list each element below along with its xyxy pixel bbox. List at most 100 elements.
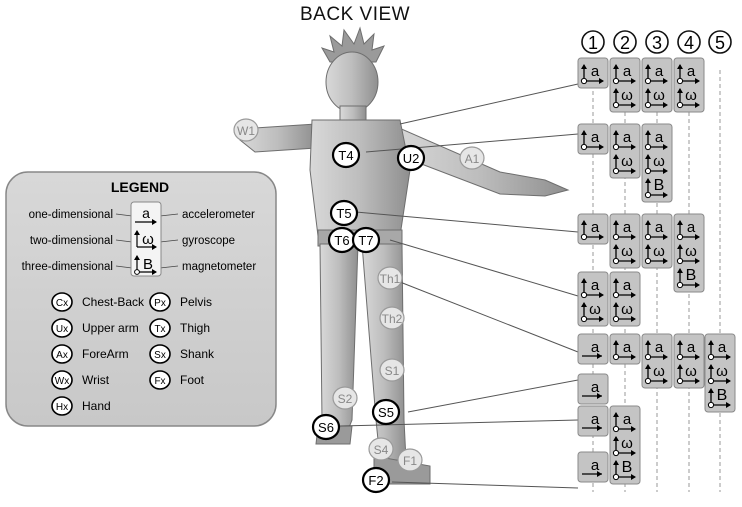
- gyro-icon: ω: [644, 363, 668, 385]
- segment-name: Pelvis: [180, 295, 212, 309]
- acc-icon: a: [582, 339, 602, 359]
- gyro-glyph: ω: [621, 87, 633, 104]
- sensor-marker-th2[interactable]: Th2: [379, 306, 405, 330]
- acc-icon: a: [580, 129, 604, 151]
- sensor-marker-s4[interactable]: S4: [368, 437, 394, 461]
- column-header-3: 3: [645, 30, 669, 54]
- acc-glyph: a: [591, 379, 600, 396]
- sensor-box-r5-c4: aω: [673, 333, 705, 389]
- sensor-box-r7-c2: aωB: [609, 405, 641, 485]
- legend-background: [5, 171, 277, 427]
- acc-icon: a: [676, 219, 700, 241]
- acc-glyph: a: [687, 63, 696, 80]
- gyro-icon: ω: [676, 363, 700, 385]
- gyro-icon: ω: [644, 87, 668, 109]
- mag-icon: B: [707, 387, 731, 409]
- acc-icon: a: [644, 63, 668, 85]
- acc-glyph: a: [591, 411, 600, 428]
- sensor-marker-s6[interactable]: S6: [311, 413, 341, 441]
- segment-code: Sx: [154, 350, 166, 361]
- sensor-marker-s2[interactable]: S2: [332, 386, 358, 410]
- column-number: 3: [652, 33, 662, 53]
- sensor-box-r1-c3: aω: [641, 57, 673, 113]
- segment-name: ForeArm: [82, 347, 129, 361]
- sensor-label: S6: [318, 420, 334, 435]
- legend-dim-left: three-dimensional: [22, 261, 113, 273]
- sensor-label: F2: [368, 473, 383, 488]
- acc-glyph: a: [591, 219, 600, 236]
- column-number: 5: [715, 33, 725, 53]
- connector-line-3: [355, 211, 579, 233]
- sensor-marker-s1[interactable]: S1: [379, 358, 405, 382]
- gyro-glyph: ω: [653, 363, 665, 380]
- sensor-label: Th2: [382, 312, 403, 326]
- acc-icon: a: [582, 411, 602, 431]
- sensor-box-r3-c1: a: [577, 213, 609, 245]
- sensor-box-r7-c1-1d: a: [577, 405, 609, 437]
- sensor-box-r3-c4: aωB: [673, 213, 705, 293]
- gyro-glyph: ω: [685, 243, 697, 260]
- acc-glyph: a: [623, 129, 632, 146]
- segment-code: Cx: [56, 298, 68, 309]
- sensor-marker-w1[interactable]: W1: [233, 118, 259, 142]
- sensor-box-r5-c3: aω: [641, 333, 673, 389]
- gyro-icon: ω: [612, 301, 636, 323]
- sensor-marker-u2[interactable]: U2: [396, 144, 426, 172]
- acc-glyph: a: [655, 63, 664, 80]
- acc-glyph: a: [591, 129, 600, 146]
- sensor-box-r4-c1: aω: [577, 271, 609, 327]
- sensor-box-r1-c4: aω: [673, 57, 705, 113]
- sensor-marker-t5[interactable]: T5: [329, 199, 359, 227]
- sensor-label: T7: [358, 233, 373, 248]
- sensor-marker-t6[interactable]: T6: [327, 226, 357, 254]
- gyro-glyph: ω: [685, 363, 697, 380]
- acc-glyph: a: [591, 457, 600, 474]
- sensor-marker-th1[interactable]: Th1: [377, 266, 403, 290]
- legend-dim-right: gyroscope: [182, 235, 235, 247]
- legend-title: LEGEND: [111, 179, 169, 195]
- column-number: 1: [588, 33, 598, 53]
- acc-glyph: a: [142, 205, 150, 221]
- mag-glyph: B: [717, 387, 728, 404]
- acc-icon: a: [580, 63, 604, 85]
- connector-line-6: [407, 379, 579, 413]
- sensor-box-r2-c2: aω: [609, 123, 641, 179]
- acc-icon: a: [582, 379, 602, 399]
- acc-icon: a: [612, 277, 636, 299]
- segment-name: Upper arm: [82, 321, 139, 335]
- gyro-icon: ω: [644, 243, 668, 265]
- legend-dim-right: magnetometer: [182, 261, 256, 273]
- legend-sensor-box: aωB: [130, 201, 162, 277]
- gyro-icon: ω: [676, 243, 700, 265]
- sensor-marker-f2[interactable]: F2: [361, 466, 391, 494]
- page-title: BACK VIEW: [300, 4, 411, 25]
- gyro-glyph: ω: [685, 87, 697, 104]
- sensor-label: A1: [465, 152, 480, 166]
- sensor-marker-s5[interactable]: S5: [371, 398, 401, 426]
- column-header-1: 1: [581, 30, 605, 54]
- sensor-marker-t4[interactable]: T4: [331, 141, 361, 169]
- acc-icon: a: [644, 339, 668, 361]
- connector-line-7: [339, 419, 579, 427]
- sensor-marker-f1[interactable]: F1: [397, 448, 423, 472]
- sensor-marker-a1[interactable]: A1: [459, 146, 485, 170]
- acc-icon: a: [582, 457, 602, 477]
- sensor-marker-t7[interactable]: T7: [351, 226, 381, 254]
- mag-icon: B: [644, 177, 668, 199]
- acc-glyph: a: [718, 339, 727, 356]
- legend-dim-row-3: three-dimensional magnetometer: [22, 261, 257, 273]
- gyro-icon: ω: [612, 243, 636, 265]
- sensor-box-r1-c2: aω: [609, 57, 641, 113]
- acc-icon: a: [707, 339, 731, 361]
- acc-icon: a: [580, 219, 604, 241]
- acc-icon: a: [612, 129, 636, 151]
- human-figure: [239, 26, 570, 485]
